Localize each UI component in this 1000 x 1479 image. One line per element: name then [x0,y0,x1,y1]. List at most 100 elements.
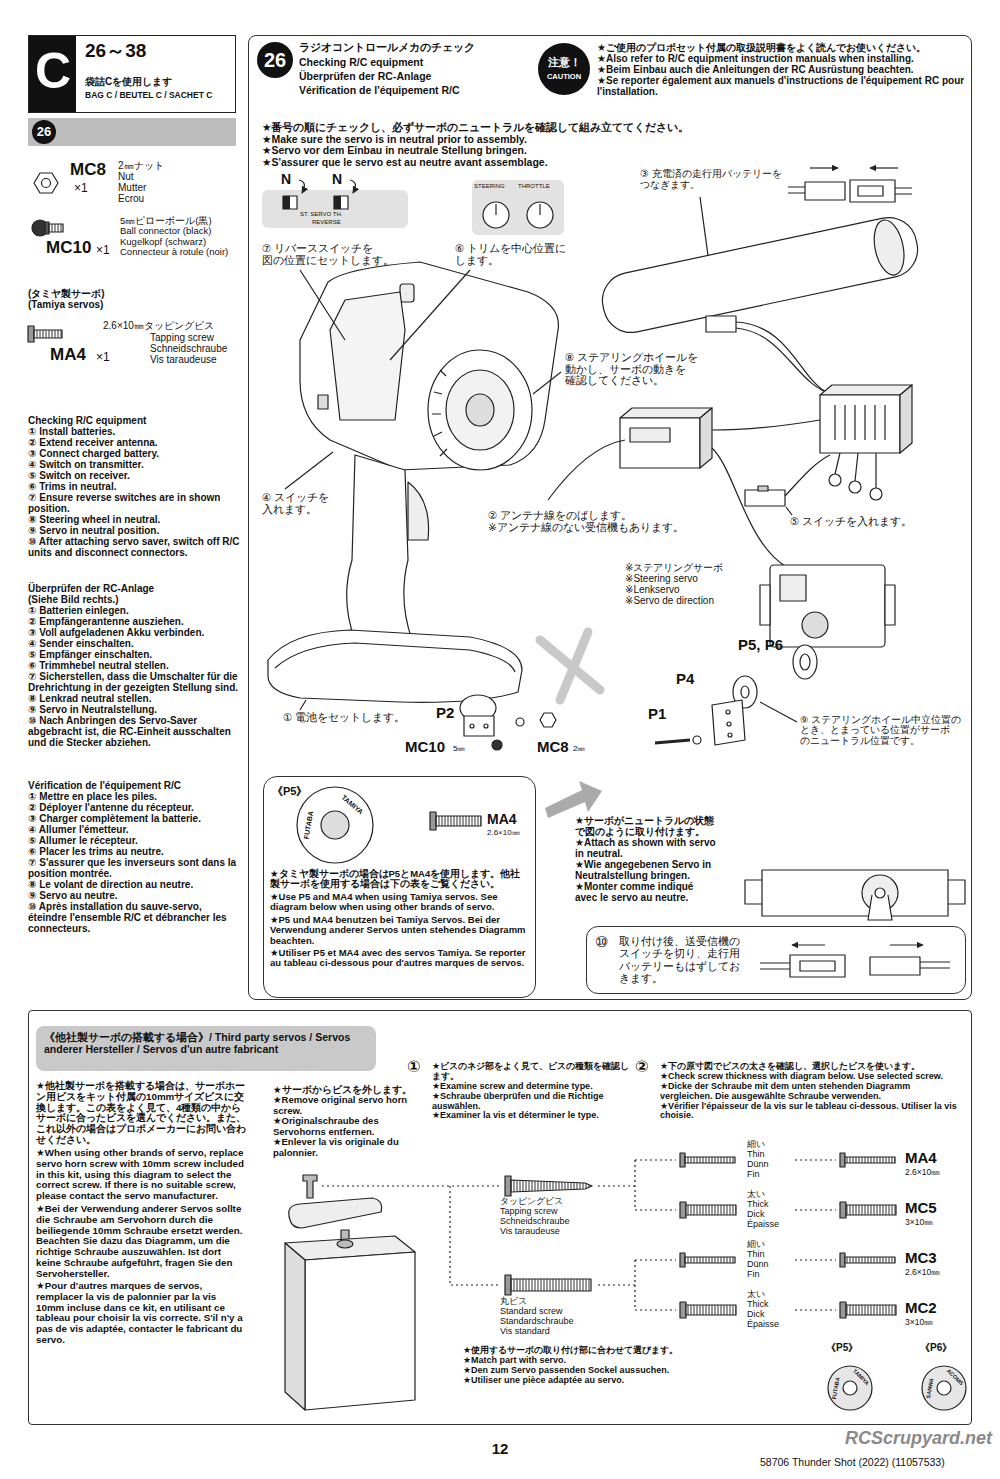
note-box-text: 取り付け後、送受信機のスイッチを切り、走行用バッテリーもはずしておきます。 [619,935,747,985]
instruction-list: ⑨ Servo in neutral position. [28,525,240,536]
part-code: MC5 [905,1199,965,1217]
label-group: 太いThickDickÉpaisse [747,1190,792,1230]
callout: ③ 充電済の走行用バッテリーを [640,168,805,179]
section-band: 《他社製サーボの搭載する場合》/ Third party servos / Se… [36,1026,376,1071]
callout: ⑧ ステアリングホイールを [565,352,715,364]
instruction: ★使用するサーボの取り付け部に合わせて選びます。 [463,1346,688,1356]
thickness: Épaisse [747,1220,792,1230]
label-group: 3×10㎜ [905,1217,965,1227]
instruction-list: ③ Charger complètement la batterie. [28,813,240,824]
part-code: 《P6》 [920,1342,970,1354]
thickness: Dünn [747,1260,792,1270]
label-group: P4 [676,670,706,688]
size: 2.6×10㎜ [487,828,537,837]
part-name: 2.6×10㎜タッピングビス [103,320,243,331]
instruction: ★Servo vor dem Einbau in neutrale Stellu… [262,145,962,157]
thickness: Dick [747,1210,792,1220]
part-code: P5, P6 [738,636,808,654]
instruction-list: ④ Sender einschalten. [28,638,240,649]
instruction: ★Originalschraube des Servohorns entfern… [273,1116,413,1137]
note: (タミヤ製サーボ) [28,288,228,299]
screw-type: Vis taraudeuse [500,1227,600,1237]
label-group: STEERING [474,183,518,190]
callout: つなぎます。 [640,179,805,190]
bag-header-text: BAG C / BEUTEL C / SACHET C [85,90,235,100]
step-panel-text: Checking R/C equipment [299,56,559,68]
caution-note: ★Beim Einbau auch die Anleitungen der RC… [597,64,969,75]
label-group: 太いThickDickÉpaisse [747,1290,792,1330]
instruction-list: ⑥ Placer les trims au neutre. [28,846,240,857]
label-group: ⑨ ステアリングホイール中立位置のとき、とまっている位置がサーボのニュートラル位… [800,715,970,746]
part-name: 2㎜ナット [118,160,233,171]
part-code: MC8 [537,738,577,756]
label-group: タッピングビスTapping screwSchneidschraubeVis t… [500,1197,600,1237]
instruction: ★ビスのネジ部をよく見て、ビスの種類を確認します。 [432,1062,632,1082]
size: 3×10㎜ [905,1217,965,1227]
label-group: ×1 [96,350,118,364]
note: (Tamiya servos) [28,299,228,310]
callout: ※アンテナ線のない受信機もあります。 [488,522,728,534]
info-panel-text: ★他社製サーボを搭載する場合は、サーボホーン用ビスをキット付属の10mmサイズビ… [36,1081,246,1146]
thickness: Fin [747,1270,792,1280]
caution-note: ★Also refer to R/C equipment instruction… [597,53,969,64]
instruction: ★Den zum Servo passenden Sockel aussuche… [463,1366,688,1376]
callout: 入れます。 [262,504,352,516]
part-name: Ball connector (black) [120,226,242,236]
label-group: ★ご使用のプロポセット付属の取扱説明書をよく読んでお使いください。★Also r… [597,42,969,97]
instruction: ★S'assurer que le servo est au neutre av… [262,157,962,169]
thickness: 細い [747,1240,792,1250]
instruction-list: ⑩ Après installation du sauve-servo, éte… [28,901,240,934]
label-group: ※ステアリングサーボ※Steering servo※Lenkservo※Serv… [625,562,750,606]
instruction: ★下の原寸図でビスの太さを確認し、選択したビスを使います。 [660,1062,965,1072]
label-group: 2.6×10㎜タッピングビス [103,320,243,331]
label-group: ④ スイッチを入れます。 [262,492,352,515]
thickness: 細い [747,1140,792,1150]
switch-mark: N [281,171,297,188]
label-group: MC8 [537,738,577,756]
step-panel-text: Überprüfen der RC-Anlage [299,70,559,82]
instruction-list: ⑩ After attaching servo saver, switch of… [28,536,240,558]
part-code: MA4 [50,345,100,365]
callout: 図の位置にセットします。 [262,255,412,267]
label-group: ① [407,1058,431,1077]
part-code: P1 [648,705,678,723]
label-group: ×1 [96,243,118,257]
size: 5㎜ [453,744,477,753]
bag-header-text: C [29,42,77,101]
instruction-list: Vérification de l'équipement R/C [28,780,240,791]
callout: ※Servo de direction [625,595,750,606]
label-group: ★使用するサーボの取り付け部に合わせて選びます。★Match part with… [463,1346,688,1386]
watermark: RCScrupyard.net [845,1428,995,1449]
instruction-list: ⑦ S'assurer que les inverseurs sont dans… [28,857,240,879]
note-box-text: 《P5》 [272,785,332,798]
part-code: MC3 [905,1249,965,1267]
label-group: P5, P6 [738,636,808,654]
caution-note: ★Se reporter également aux manuels d'ins… [597,75,969,97]
label-group: 2㎜ [573,744,597,753]
part-name: Nut [118,171,233,182]
instruction-list: ① Install batteries. [28,426,240,437]
instruction-list: ① Batterien einlegen. [28,605,240,616]
part-code: MA4 [487,811,532,828]
note-box-text: ★Utiliser P5 et MA4 avec des servos Tami… [270,948,530,969]
label-group: MA4 [50,345,100,365]
label-group: MC5 [905,1199,965,1217]
note-box-text: ⑩ [595,933,615,951]
thickness: Thick [747,1200,792,1210]
label-group: 5㎜ピローボール(黒)Ball connector (black)Kugelko… [120,216,242,258]
part-code: MC2 [905,1299,965,1317]
instruction-list: ⑥ Trims in neutral. [28,481,240,492]
note-box-text: ★P5 und MA4 benutzen bei Tamiya Servos. … [270,915,530,946]
label-group: THROTTLE [518,183,562,190]
screw-type: タッピングビス [500,1197,600,1207]
label-group: ST. SERVO TH. [300,211,400,218]
callout: ※Lenkservo [625,584,750,595]
instruction-list: ⑦ Sicherstellen, dass die Umschalter für… [28,671,240,693]
step-panel-text: ラジオコントロールメカのチェック [299,41,559,54]
instruction-list: ④ Switch on transmitter. [28,459,240,470]
instruction: ★Examiner la vis et déterminer le type. [432,1111,632,1121]
step-band-text: 26 [32,120,56,144]
instruction: ★Enlever la vis originale du palonnier. [273,1137,413,1158]
callout: のニュートラル位置です。 [800,736,970,746]
callout: とき、とまっている位置がサーボ [800,725,970,735]
